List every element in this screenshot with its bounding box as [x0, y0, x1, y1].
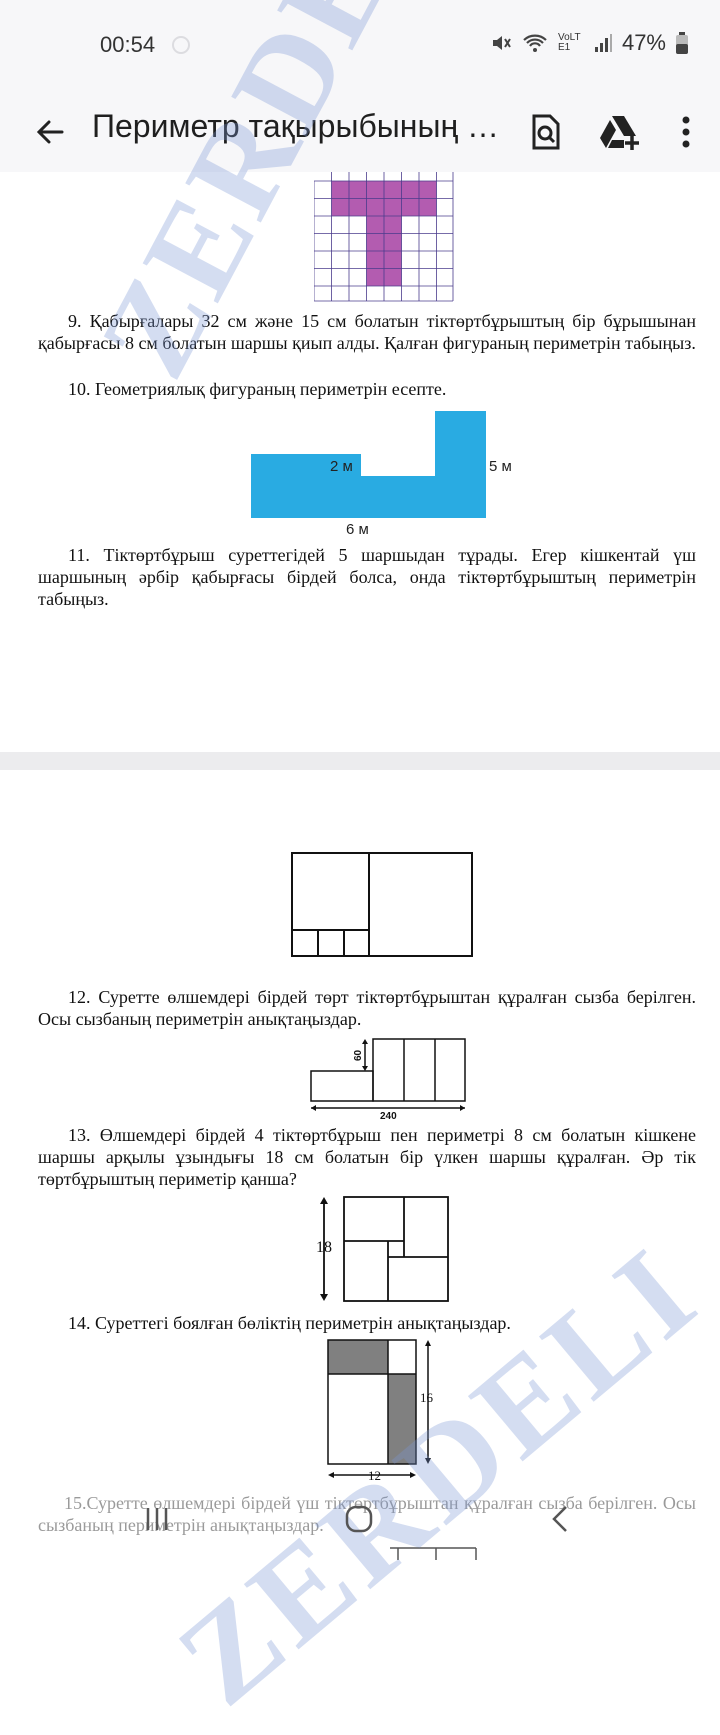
- shaded-region-figure: 16 12: [327, 1339, 434, 1483]
- signal-icon: [594, 34, 612, 52]
- partial-figure-15: [390, 1547, 477, 1560]
- shaded-parts: [328, 1340, 416, 1464]
- grid-lines: [314, 172, 454, 302]
- label-60: 60: [353, 1049, 364, 1061]
- five-squares-figure: [291, 852, 473, 957]
- problem-10-text: 10. Геометриялық фигураның периметрін ес…: [68, 379, 447, 399]
- recent-apps-icon[interactable]: [144, 1504, 170, 1534]
- volte-label: VoLTE1: [557, 32, 581, 53]
- settings-notification-icon: [172, 36, 190, 54]
- blue-shape: [251, 411, 486, 518]
- battery-percent: 47%: [621, 30, 666, 55]
- status-time: 00:54: [100, 32, 156, 57]
- more-options-icon[interactable]: [664, 110, 708, 154]
- wifi-icon: [523, 34, 547, 52]
- label-6m: 6 м: [346, 521, 369, 538]
- problem-9-text: 9. Қабырғалары 32 см және 15 см болатын …: [38, 311, 696, 353]
- problem-11-text: 11. Тіктөртбұрыш суреттегідей 5 шаршыдан…: [38, 545, 696, 609]
- home-icon[interactable]: [344, 1504, 374, 1534]
- status-icons: VoLTE1 47%: [490, 30, 688, 56]
- label-240: 240: [380, 1111, 397, 1122]
- problem-13-text: 13. Өлшемдері бірдей 4 тіктөртбұрыш пен …: [38, 1125, 696, 1189]
- nav-back-icon[interactable]: [548, 1504, 572, 1534]
- search-document-icon[interactable]: [524, 110, 568, 154]
- page-separator: [0, 752, 720, 770]
- document-title: Периметр тақырыбының ү...: [92, 108, 502, 144]
- label-5m: 5 м: [489, 458, 512, 475]
- problem-12-text: 12. Суретте өлшемдері бірдей төрт тіктөр…: [38, 987, 696, 1029]
- label-2m: 2 м: [330, 458, 353, 475]
- app-bar: Периметр тақырыбының ү...: [0, 92, 720, 172]
- system-nav-bar: [0, 1490, 720, 1560]
- mute-icon: [492, 36, 511, 50]
- square-composition-figure: 18: [316, 1196, 449, 1302]
- l-shape-figure: 2 м 5 м 6 м: [251, 411, 512, 538]
- label-12: 12: [368, 1468, 381, 1483]
- status-bar: 00:54 VoLTE1 47%: [0, 0, 720, 92]
- t-shape-grid-figure: [314, 172, 454, 302]
- problem-15-text: 15.Суретте өлшемдері бірдей үш тіктөртбұ…: [38, 1493, 696, 1535]
- drive-add-icon[interactable]: [598, 110, 642, 154]
- back-arrow-icon[interactable]: [30, 112, 70, 152]
- label-18: 18: [316, 1239, 332, 1256]
- label-16: 16: [420, 1390, 434, 1405]
- battery-icon: [676, 32, 688, 54]
- four-rectangles-figure: 60 240: [310, 1038, 466, 1122]
- problem-14-text: 14. Суреттегі боялған бөліктің периметрі…: [68, 1313, 511, 1333]
